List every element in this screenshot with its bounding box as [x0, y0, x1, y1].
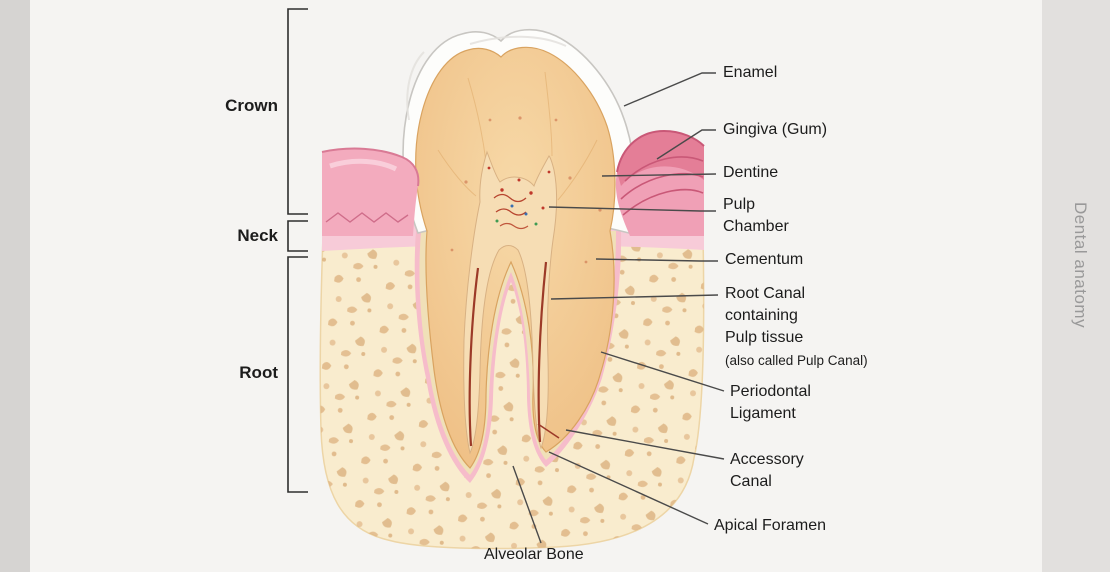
leader-gingiva [656, 129, 716, 160]
label-note: (also called Pulp Canal) [725, 353, 868, 368]
leader-alveolar-bone [512, 465, 542, 544]
enamel-highlights [406, 35, 567, 121]
root-canal-lines [468, 261, 560, 447]
vertical-title: Dental anatomy [1071, 202, 1090, 329]
bracket-label-crown: Crown [225, 96, 278, 115]
leader-accessory-canal [565, 429, 725, 460]
left-canal-line [468, 267, 480, 447]
pulp-tissue-texture [487, 166, 551, 230]
leader-dentine [601, 173, 717, 177]
label-line: Root Canal [725, 285, 806, 302]
dentine-texture [437, 71, 598, 201]
leader-root-canal [550, 294, 719, 300]
label-line: Periodontal [730, 383, 811, 400]
label-root-canal: Root Canal containing Pulp tissue (also … [725, 283, 868, 372]
dentine-speckles [450, 116, 602, 264]
label-line: Accessory [730, 451, 804, 468]
bracket-label-neck: Neck [237, 226, 278, 245]
accessory-canal-line [537, 423, 560, 439]
right-margin-strip [1042, 0, 1110, 572]
label-line: Pulp [723, 196, 756, 213]
bracket-label-root: Root [239, 363, 278, 382]
label-line: Canal [730, 473, 772, 490]
gingiva-left [321, 147, 420, 236]
leader-enamel [623, 72, 716, 107]
pulp-chamber-shape [463, 150, 558, 455]
crown-bracket [287, 8, 308, 215]
label-pulp-chamber: Pulp Chamber [723, 194, 789, 238]
label-line: Chamber [723, 218, 789, 235]
section-brackets [287, 8, 308, 493]
root-bracket [287, 256, 308, 493]
gingiva-right [615, 129, 705, 236]
label-dentine: Dentine [723, 164, 779, 181]
label-line: containing [725, 307, 798, 324]
label-gingiva: Gingiva (Gum) [723, 121, 828, 138]
leader-pulp-chamber [548, 206, 716, 212]
label-enamel: Enamel [723, 64, 778, 81]
leader-cementum [595, 258, 718, 262]
left-margin-strip [0, 0, 30, 572]
label-cementum: Cementum [725, 251, 804, 268]
leader-lines [512, 72, 725, 544]
label-line: Pulp tissue [725, 329, 804, 346]
neck-bracket [287, 220, 308, 252]
label-apical-foramen: Apical Foramen [714, 517, 827, 534]
leader-periodontal-ligament [600, 351, 725, 392]
label-periodontal-ligament: Periodontal Ligament [730, 381, 811, 425]
leader-apical-foramen [548, 451, 709, 525]
label-accessory-canal: Accessory Canal [730, 449, 804, 493]
label-alveolar-bone: Alveolar Bone [484, 546, 584, 563]
label-line: Ligament [730, 405, 796, 422]
